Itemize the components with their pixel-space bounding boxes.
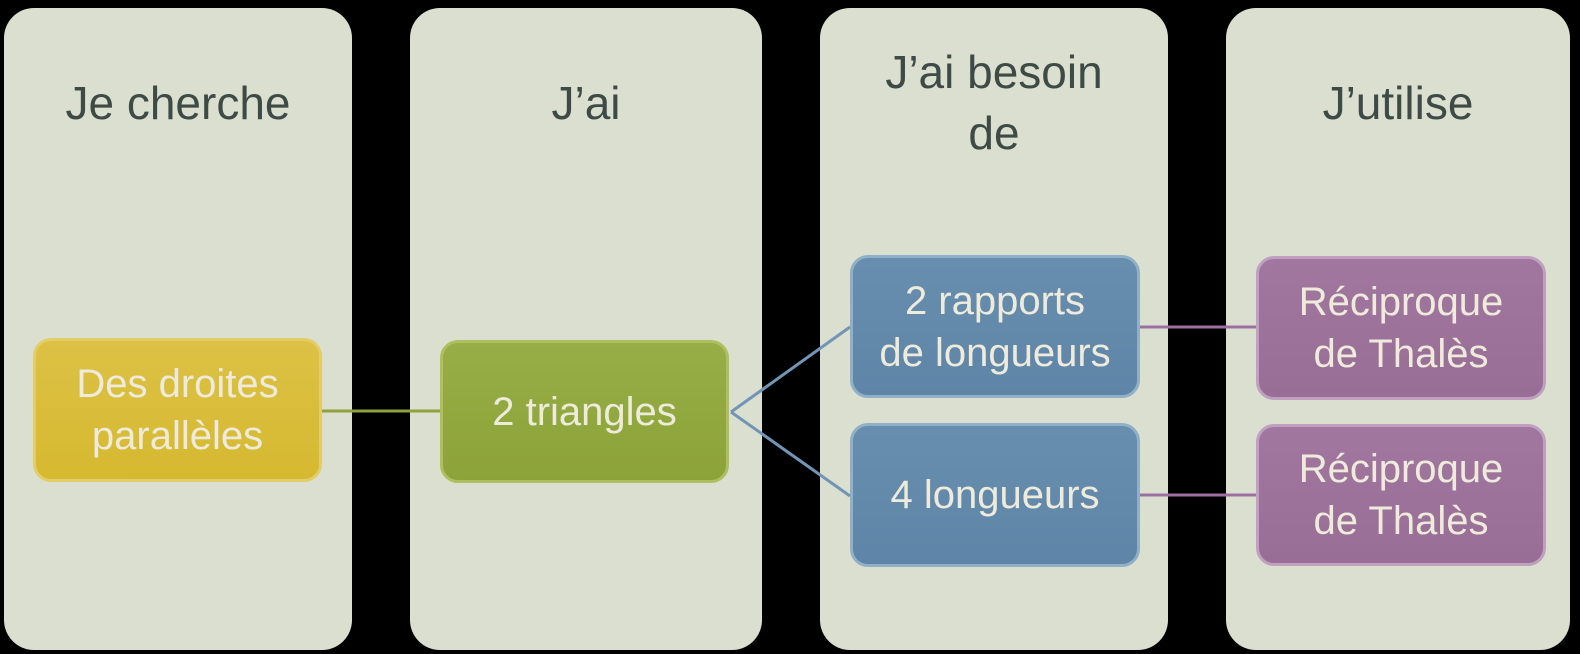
box-label: 2 triangles xyxy=(492,389,677,434)
box-des-droites-paralleles: Des droites parallèles xyxy=(33,338,322,482)
box-label: 4 longueurs xyxy=(890,473,1100,517)
column-header: J’ai besoin de xyxy=(885,46,1103,159)
column-header: Je cherche xyxy=(65,76,291,129)
box-2-rapports-de-longueurs: 2 rapports de longueurs xyxy=(850,255,1140,398)
column-jutilise: J’utilise Réciproque de Thalès Réciproqu… xyxy=(1226,8,1570,650)
column-jai-besoin-de: J’ai besoin de 2 rapports de longueurs 4… xyxy=(820,8,1168,650)
box-4-longueurs: 4 longueurs xyxy=(850,423,1140,567)
box-reciproque-de-thales-2: Réciproque de Thalès xyxy=(1256,424,1546,566)
box-label: 2 rapports de longueurs xyxy=(879,278,1111,375)
box-label: Réciproque de Thalès xyxy=(1298,280,1504,376)
column-jai: J’ai 2 triangles xyxy=(410,8,762,650)
box-reciproque-de-thales-1: Réciproque de Thalès xyxy=(1256,256,1546,400)
box-2-triangles: 2 triangles xyxy=(440,340,729,483)
column-header: J’ai xyxy=(551,76,621,129)
column-header: J’utilise xyxy=(1322,76,1474,129)
column-je-cherche: Je cherche Des droites parallèles xyxy=(4,8,352,650)
box-label: Réciproque de Thalès xyxy=(1298,447,1504,543)
box-label: Des droites parallèles xyxy=(76,362,279,458)
